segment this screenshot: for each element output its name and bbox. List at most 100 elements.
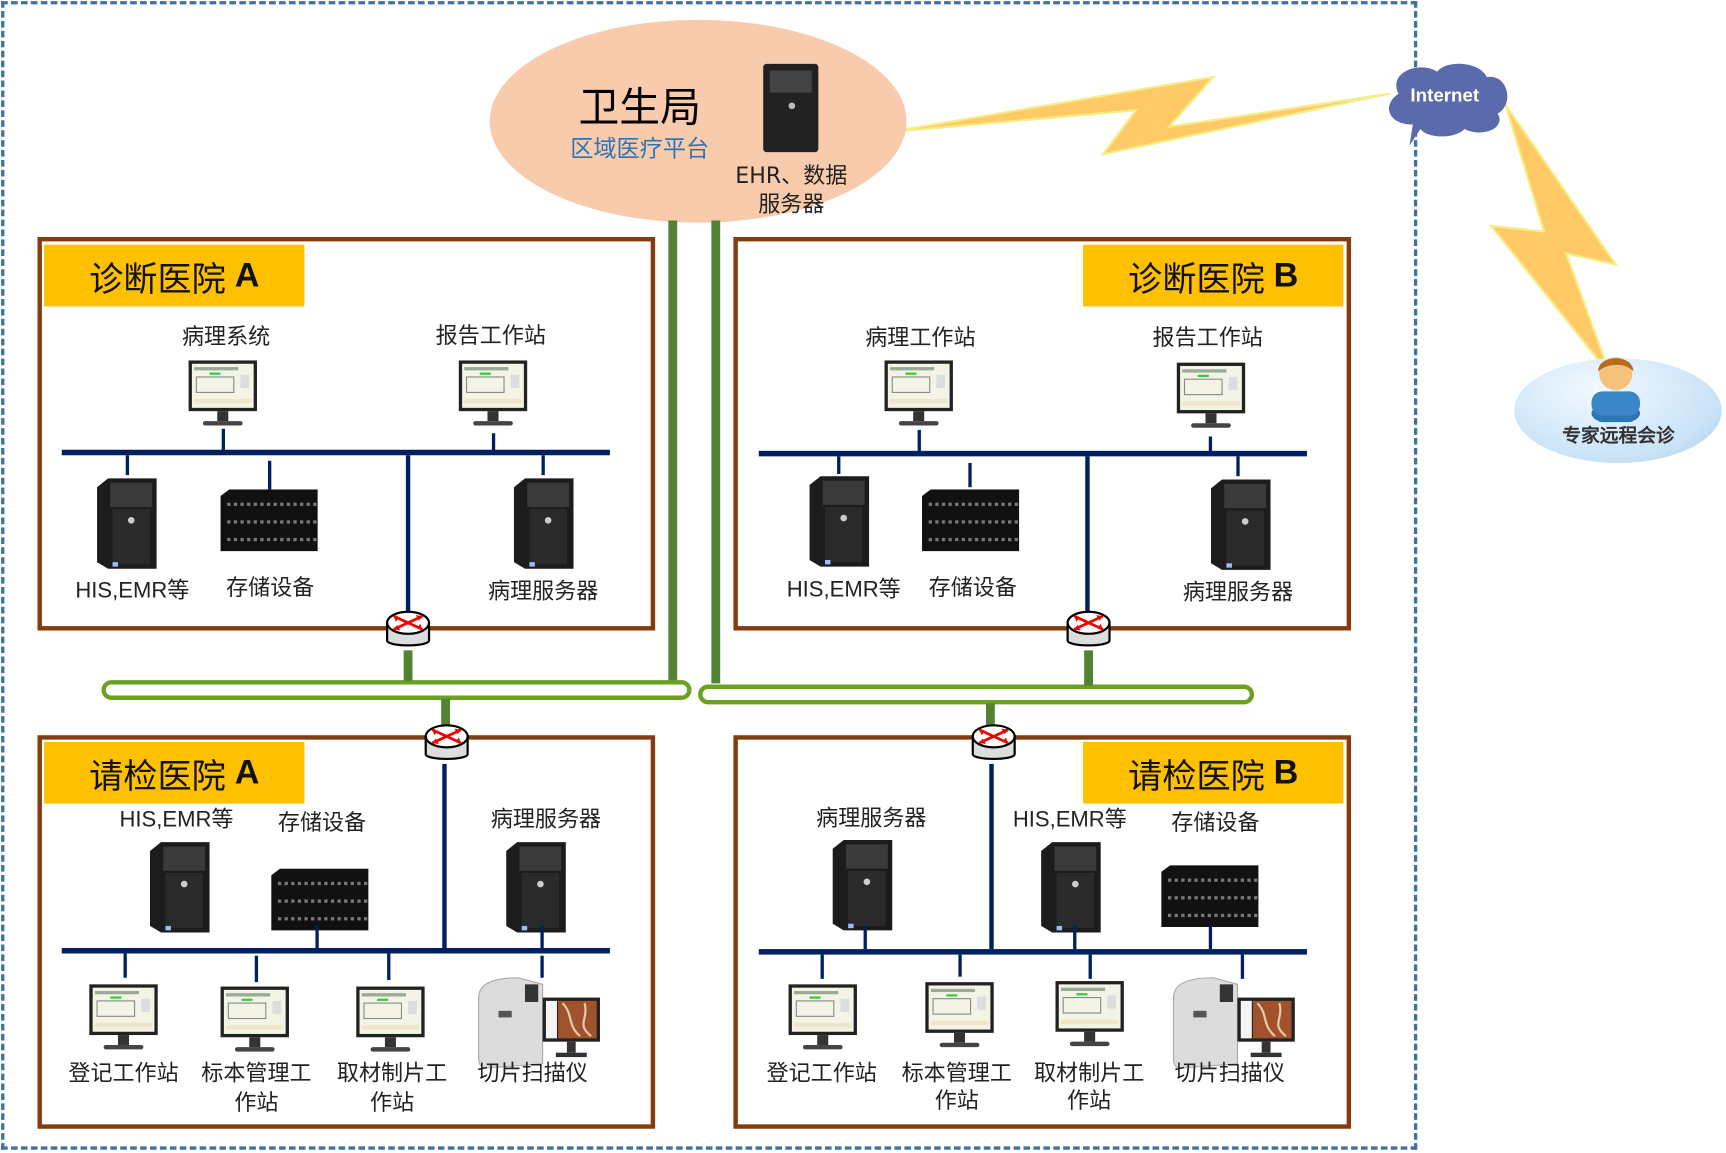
uplink-line bbox=[405, 455, 411, 612]
label-bottom-device: 取材制片工 bbox=[1033, 1059, 1145, 1086]
grossing-workstation-icon bbox=[1054, 980, 1125, 1048]
specimen-workstation-icon bbox=[924, 981, 995, 1049]
label-pathology-system: 病理系统 bbox=[181, 322, 271, 350]
drop-line bbox=[540, 925, 544, 950]
label-bottom-device: 切片扫描仪 bbox=[477, 1059, 588, 1086]
drop-line bbox=[1208, 436, 1213, 452]
drop-line bbox=[968, 462, 972, 488]
workstation-monitor-icon bbox=[187, 359, 258, 427]
ehr-server-label-2: 服务器 bbox=[758, 190, 825, 218]
grossing-workstation-icon bbox=[355, 985, 426, 1053]
uplink-line bbox=[1085, 456, 1090, 613]
label-storage: 存储设备 bbox=[226, 574, 315, 601]
specimen-workstation-icon bbox=[219, 985, 290, 1053]
hospital-title-letter: B bbox=[1273, 255, 1299, 295]
lightning-bolt-internet-link bbox=[887, 75, 1390, 157]
workstation-monitor-icon bbox=[1176, 362, 1247, 430]
storage-device-icon bbox=[1159, 865, 1260, 929]
drop-line bbox=[1088, 954, 1092, 979]
label-his-emr: HIS,EMR等 bbox=[75, 578, 190, 603]
router-icon bbox=[424, 723, 470, 767]
hospital-title-letter: A bbox=[234, 255, 260, 295]
label-bottom-device: 取材制片工 bbox=[336, 1059, 448, 1086]
label-storage: 存储设备 bbox=[1171, 809, 1260, 836]
regional-network-boundary bbox=[1, 1, 1418, 1150]
internet-label: Internet bbox=[1410, 84, 1480, 106]
link-req-b bbox=[985, 703, 995, 731]
label-storage: 存储设备 bbox=[928, 574, 1017, 601]
label-bottom-device: 切片扫描仪 bbox=[1174, 1059, 1285, 1086]
label-pathology-server: 病理服务器 bbox=[488, 577, 599, 605]
label-bottom-device: 登记工作站 bbox=[68, 1059, 179, 1086]
ehr-server-icon bbox=[763, 63, 819, 153]
hospital-title-text: 诊断医院 bbox=[1128, 259, 1265, 300]
drop-line bbox=[221, 428, 225, 451]
drop-line bbox=[123, 953, 127, 978]
expert-label: 专家远程会诊 bbox=[1562, 425, 1675, 448]
router-icon bbox=[1065, 610, 1111, 654]
label-pathology-server: 病理服务器 bbox=[1182, 578, 1294, 606]
drop-line bbox=[268, 460, 272, 490]
label-pathology-server: 病理服务器 bbox=[490, 805, 602, 833]
link-diag-a bbox=[403, 650, 413, 682]
label-his-emr: HIS,EMR等 bbox=[786, 577, 901, 602]
ehr-server-label-1: EHR、数据 bbox=[735, 162, 848, 189]
label-bottom-device-cont: 作站 bbox=[370, 1089, 415, 1116]
platform-subtitle: 区域医疗平台 bbox=[570, 135, 710, 163]
label-bottom-device: 登记工作站 bbox=[766, 1059, 877, 1086]
storage-device-icon bbox=[269, 868, 370, 933]
workstation-monitor-icon bbox=[883, 359, 954, 427]
drop-line bbox=[917, 429, 921, 452]
drop-line bbox=[1236, 456, 1240, 477]
drop-line bbox=[863, 925, 867, 950]
label-bottom-device-cont: 作站 bbox=[1067, 1086, 1112, 1114]
drop-line bbox=[125, 455, 130, 476]
label-his-emr: HIS,EMR等 bbox=[119, 807, 234, 833]
regional-platform-node bbox=[489, 19, 907, 223]
pathology-server-icon bbox=[830, 838, 894, 933]
backbone-pipe-a bbox=[101, 680, 692, 700]
drop-line bbox=[491, 433, 496, 451]
workstation-monitor-icon bbox=[458, 359, 529, 427]
label-report-workstation: 报告工作站 bbox=[1152, 324, 1263, 351]
lan-bus-req-a bbox=[61, 947, 610, 954]
his-emr-server-icon bbox=[1039, 840, 1103, 935]
label-report-workstation: 报告工作站 bbox=[435, 321, 546, 349]
lan-bus-diag-a bbox=[61, 449, 610, 456]
router-icon bbox=[971, 723, 1017, 767]
his-emr-server-icon bbox=[95, 476, 159, 571]
label-bottom-device: 标本管理工 bbox=[901, 1059, 1012, 1086]
backbone-link-b bbox=[711, 220, 721, 684]
drop-line bbox=[820, 954, 824, 979]
slide-scanner-icon bbox=[474, 976, 604, 1075]
backbone-link-a bbox=[668, 220, 678, 684]
router-icon bbox=[385, 610, 431, 654]
label-pathology-workstation: 病理工作站 bbox=[865, 324, 976, 351]
drop-line bbox=[837, 456, 841, 474]
drop-line bbox=[387, 953, 391, 980]
storage-device-icon bbox=[920, 489, 1021, 553]
hospital-title-text: 请检医院 bbox=[1128, 756, 1265, 797]
drop-line bbox=[958, 954, 962, 977]
label-storage: 存储设备 bbox=[277, 809, 367, 836]
internet-cloud-icon bbox=[1389, 63, 1508, 146]
hospital-title-text: 请检医院 bbox=[89, 756, 226, 797]
pathology-server-icon bbox=[1209, 477, 1273, 572]
lan-bus-req-b bbox=[758, 949, 1307, 955]
pathology-server-icon bbox=[512, 476, 576, 571]
pathology-server-icon bbox=[504, 840, 568, 935]
drop-line bbox=[315, 925, 319, 950]
his-emr-server-icon bbox=[807, 474, 871, 569]
platform-title: 卫生局 bbox=[578, 83, 701, 132]
link-req-a bbox=[441, 698, 450, 732]
label-bottom-device: 标本管理工 bbox=[201, 1059, 312, 1086]
uplink-line bbox=[442, 763, 447, 950]
hospital-title-letter: A bbox=[234, 752, 260, 792]
label-his-emr: HIS,EMR等 bbox=[1012, 807, 1127, 833]
label-pathology-server: 病理服务器 bbox=[816, 804, 927, 832]
registration-workstation-icon bbox=[787, 983, 858, 1051]
